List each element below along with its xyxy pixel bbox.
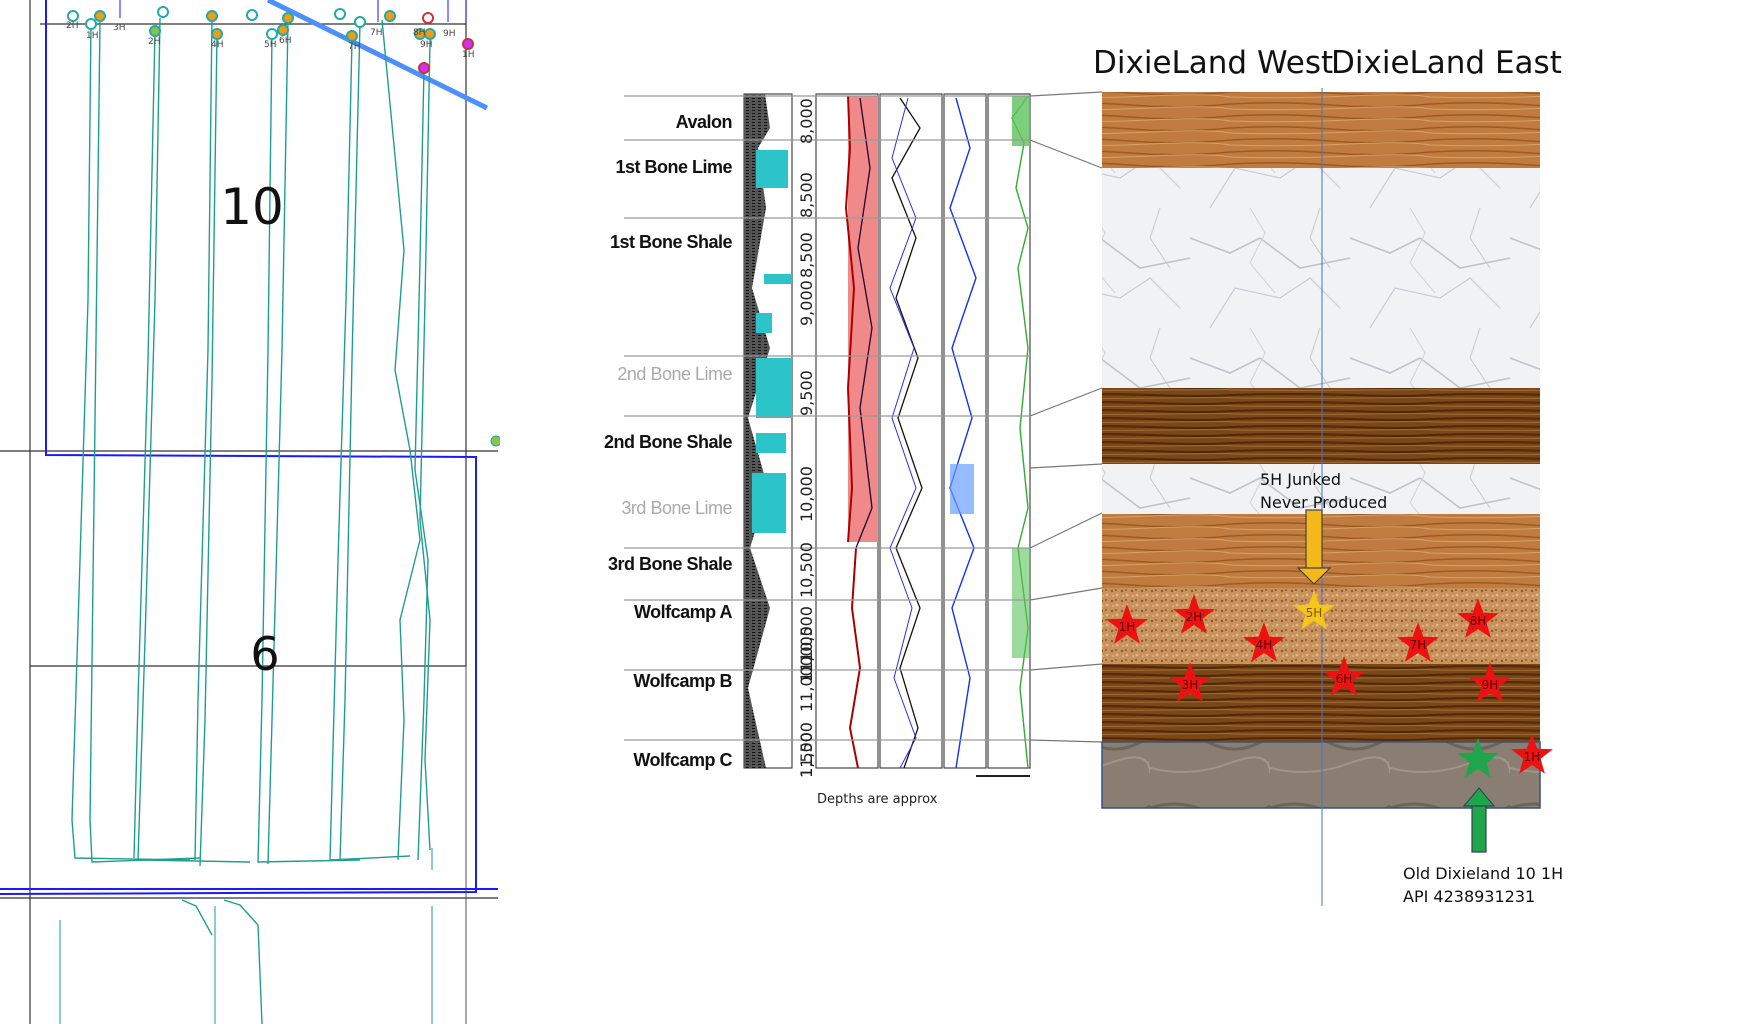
map-well-label: 7H [370,28,383,38]
well-star [1173,594,1215,634]
note-old-line1: Old Dixieland 10 1H [1403,864,1564,883]
zone-label: 1st Bone Lime [615,157,732,177]
zone-label: 3rd Bone Lime [621,498,732,518]
well-star [1323,656,1365,696]
zone-label: 2nd Bone Lime [617,364,732,384]
west-label: DixieLand West [1093,45,1334,81]
zone-label: 1st Bone Shale [609,232,733,252]
log-footnote: Depths are approx [817,792,938,807]
depth-tick: 11,000 [797,626,816,682]
map-well-label: 9H [420,40,433,50]
map-well-label: 7H [348,42,361,52]
map-well-label: 6H [279,36,292,46]
map-well-label: 2H [148,37,161,47]
zone-label: 3rd Bone Shale [607,554,733,574]
well-star [1457,598,1499,638]
zone-label: Wolfcamp C [633,750,732,770]
depth-tick: 10,500 [797,542,816,598]
zone-label: Wolfcamp B [633,671,732,691]
section-number: 10 [220,178,284,236]
well-star-label: 5H [1306,606,1323,620]
well-star-label: 1H [1524,750,1541,764]
note-old-line2: API 4238931231 [1403,887,1536,906]
well-star [1457,738,1499,778]
cross-section: 1H 2H 4H 5H 7H 8H 3H 6H 9H 1H [1030,88,1553,906]
well-star-label: 4H [1256,638,1273,652]
map-well-label: 2H [66,21,79,31]
section-number: 6 [250,627,279,681]
note-5h-line1: 5H Junked [1260,470,1341,489]
map-well-label: 4H [211,40,224,50]
well-star [1397,622,1439,662]
well-paths [71,15,431,1024]
well-stars: 1H 2H 4H 5H 7H 8H 3H 6H 9H 1H [1106,590,1553,778]
well-star [1469,662,1511,702]
map-well-label: 3H [113,23,126,33]
zone-label: 2nd Bone Shale [603,432,733,452]
note-5h: 5H Junked Never Produced [1260,468,1387,514]
depth-tick: 10,500 [797,606,816,662]
note-old-well: Old Dixieland 10 1H API 4238931231 [1403,862,1563,908]
map-well-label: 1H [462,50,475,60]
well-star-label: 1H [1119,620,1136,634]
lease-map: 2H 1H 3H 2H 4H 5H 6H 7H 7H 8H 9H 9H 1H 1… [0,0,500,1024]
east-label: DixieLand East [1331,45,1562,81]
well-star [1106,604,1148,644]
type-log: 8,000 8,500 8,500 9,000 9,500 10,000 10,… [624,93,1031,778]
well-star-label: 2H [1186,610,1203,624]
depth-tick: 9,500 [797,370,816,416]
depth-tick: 10,000 [797,466,816,522]
depth-tick: 11,500 [797,722,816,778]
well-star [1511,734,1553,774]
well-star-label: 3H [1182,678,1199,692]
map-well-label: 1H [86,31,99,41]
map-well-label: 8H [413,28,426,38]
well-markers [67,6,500,447]
well-star [1169,662,1211,702]
depth-tick: 8,000 [797,98,816,144]
depth-tick: 8,500 [797,172,816,218]
well-star-label: 9H [1482,678,1499,692]
zone-label: Wolfcamp A [633,602,733,622]
zone-label: Avalon [675,112,733,132]
well-star-label: 7H [1410,638,1427,652]
depth-tick: 11,500 [797,732,816,778]
well-star-label: 8H [1470,614,1487,628]
well-star [1293,590,1335,630]
note-5h-line2: Never Produced [1260,493,1388,512]
map-well-label: 5H [264,40,277,50]
depth-tick: 11,000 [797,656,816,712]
well-star-label: 6H [1336,672,1353,686]
depth-tick: 8,500 [797,232,816,278]
well-star [1243,622,1285,662]
depth-tick: 9,000 [797,280,816,326]
map-well-label: 9H [443,29,456,39]
